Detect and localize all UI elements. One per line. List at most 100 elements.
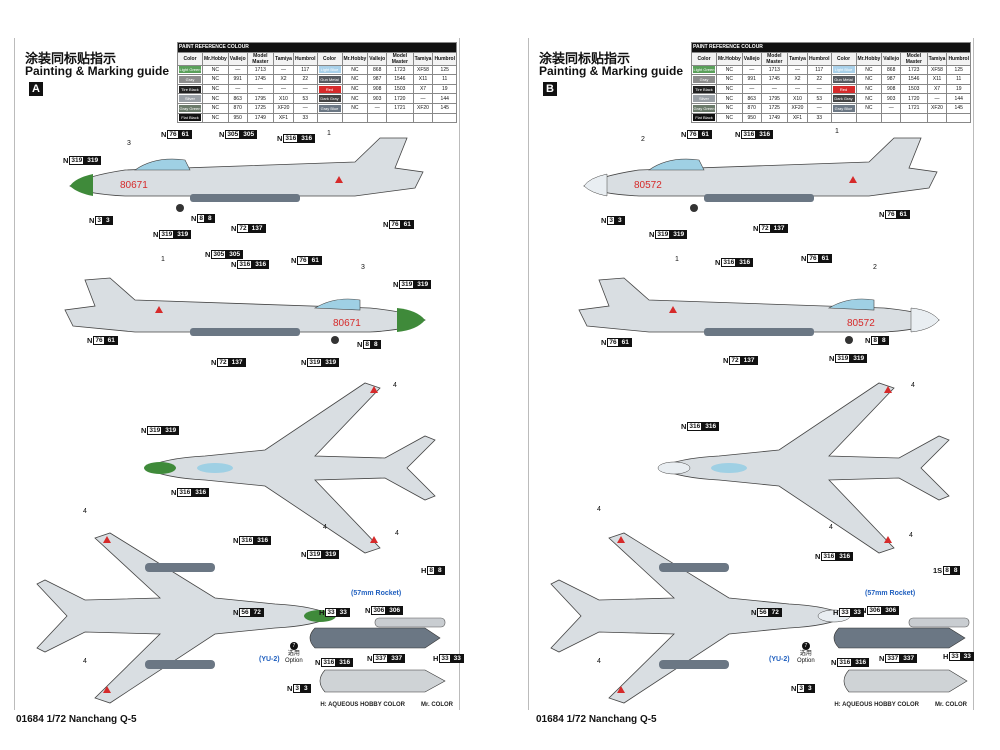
- sheet-b: 涂装同标贴指示 Painting & Marking guide B PAINT…: [528, 38, 974, 710]
- aircraft-side-view-right: 80671: [64, 277, 426, 344]
- color-swatch: Gray Green: [179, 104, 201, 112]
- paint-cell: [926, 112, 948, 124]
- color-swatch-cell: [830, 112, 857, 124]
- col-header: Vallejo: [227, 51, 248, 66]
- color-swatch: [832, 114, 855, 122]
- color-swatch-cell: [316, 112, 343, 124]
- color-swatch: Light Blue: [318, 66, 341, 74]
- brand-aqueous: H: AQUEOUS HOBBY COLOR: [834, 702, 919, 708]
- callout-number: 4: [83, 508, 87, 515]
- store-rocket: [908, 617, 970, 628]
- col-header: Mr.Hobby: [855, 51, 883, 66]
- color-swatch: [318, 114, 341, 122]
- callout-number: 3: [127, 140, 131, 147]
- paint-cell: XF1: [787, 112, 808, 124]
- color-swatch: Silver: [179, 95, 201, 103]
- callout-number: 4: [911, 382, 915, 389]
- callout-number: 4: [323, 524, 327, 531]
- rocket-label: (57mm Rocket): [865, 590, 916, 597]
- aircraft-bottom-view: [36, 532, 336, 704]
- store-rocket: [374, 617, 446, 628]
- col-header: Humbrol: [432, 51, 457, 66]
- color-swatch: Light Blue: [832, 66, 855, 74]
- aircraft-side-view-left: 80572: [583, 137, 938, 212]
- aircraft-top-view: [657, 382, 950, 554]
- color-swatch-cell: Flat Black: [691, 112, 717, 124]
- store-yu2: [843, 669, 968, 693]
- paint-cell: [900, 112, 928, 124]
- callout-number: 2: [873, 264, 877, 271]
- sheet-a: 涂装同标贴指示 Painting & Marking guide A PAINT…: [14, 38, 464, 710]
- color-swatch: Dark Gray: [832, 95, 855, 103]
- col-header: Humbrol: [806, 51, 832, 66]
- option-marker: 7 选用 Option: [797, 642, 815, 665]
- callout-number: 4: [393, 382, 397, 389]
- paint-cell: XF1: [273, 112, 294, 124]
- color-swatch: Light Green: [179, 66, 201, 74]
- footer-title-b: 01684 1/72 Nanchang Q-5: [536, 714, 657, 725]
- store-bomb: [833, 627, 966, 649]
- color-swatch: Silver: [693, 95, 715, 103]
- color-swatch: Gray: [179, 75, 201, 83]
- col-header: Model Master: [386, 51, 414, 66]
- brand-mr-color: Mr. COLOR: [934, 702, 967, 708]
- paint-cell: [412, 112, 434, 124]
- color-swatch: Flat Black: [179, 114, 201, 122]
- brand-mr-color: Mr. COLOR: [420, 702, 453, 708]
- aircraft-side-view-left: 80671: [69, 137, 424, 212]
- aircraft-bottom-view: [550, 532, 851, 704]
- paint-cell: [946, 112, 971, 124]
- variant-label: A: [29, 82, 43, 96]
- col-header: Mr.Hobby: [202, 51, 229, 66]
- color-swatch: Light Green: [693, 66, 715, 74]
- callout-number: 2: [641, 136, 645, 143]
- title-english: Painting & Marking guide: [25, 64, 170, 78]
- col-header: Tamiya: [926, 51, 948, 66]
- aircraft-illustrations: 80572 80572: [550, 137, 970, 704]
- color-swatch: Gray: [693, 75, 715, 83]
- color-swatch: Gun Metal: [318, 75, 341, 83]
- callout-number: 4: [395, 530, 399, 537]
- option-number: 7: [289, 642, 298, 650]
- color-swatch: Gray Green: [693, 104, 715, 112]
- store-yu2: [319, 669, 446, 693]
- paint-cell: 1749: [760, 112, 789, 124]
- footer-title-a: 01684 1/72 Nanchang Q-5: [16, 714, 137, 725]
- color-swatch: Red: [318, 85, 341, 93]
- option-label-en: Option: [285, 658, 303, 664]
- col-header: Humbrol: [946, 51, 971, 66]
- callout-number: 4: [829, 524, 833, 531]
- col-header: Vallejo: [367, 51, 388, 66]
- aircraft-illustrations: 80671 80671: [36, 137, 446, 704]
